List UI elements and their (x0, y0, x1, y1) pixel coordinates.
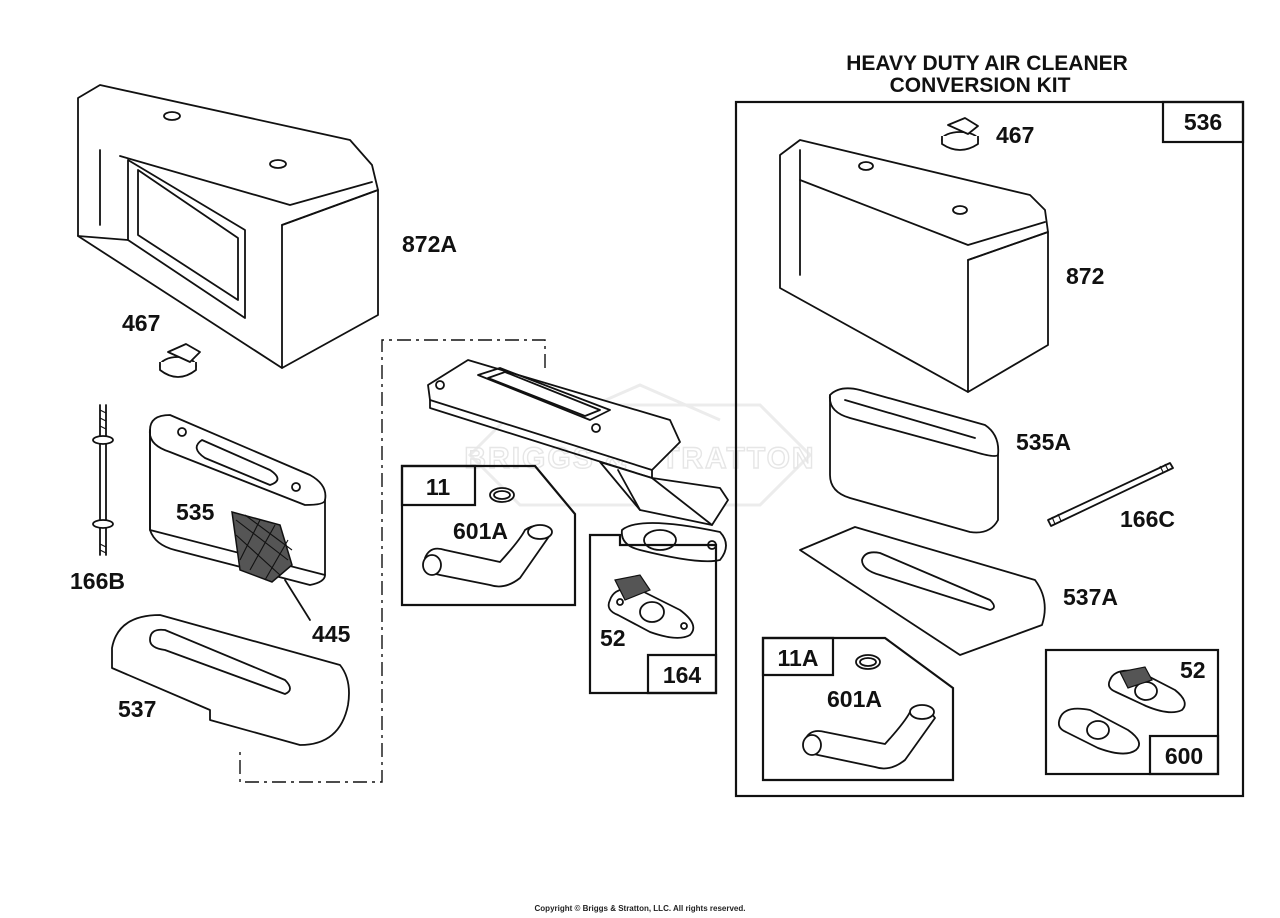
box-11-label: 11 (426, 474, 451, 500)
gasket-537A (799, 526, 1046, 656)
label-537: 537 (118, 696, 156, 722)
box-536-label: 536 (1184, 109, 1222, 135)
label-535: 535 (176, 499, 215, 525)
kit-box-600: 600 (1044, 648, 1220, 776)
kit-title-line2: CONVERSION KIT (890, 74, 1071, 97)
label-467-left: 467 (122, 310, 160, 336)
stud-166C (1047, 462, 1174, 527)
label-535A: 535A (1016, 429, 1071, 455)
box-600-label: 600 (1165, 743, 1203, 769)
kit-box-536: 536 (734, 100, 1245, 798)
stud-166B (92, 404, 114, 556)
gasket-537 (111, 614, 350, 746)
wing-nut-467-kit (941, 117, 979, 151)
assembly-line-left (239, 339, 546, 783)
label-52-mid: 52 (600, 625, 626, 651)
box-11A-label: 11A (778, 645, 819, 671)
label-467-kit: 467 (996, 122, 1034, 148)
air-cleaner-base (427, 359, 729, 563)
label-537A: 537A (1063, 584, 1118, 610)
cover-872 (779, 139, 1049, 393)
wing-nut-467-left (159, 343, 201, 378)
cover-872A (77, 84, 379, 369)
kit-box-164: 164 (588, 533, 718, 695)
kit-box-11: 11 (400, 464, 577, 607)
kit-box-11A: 11A (761, 636, 955, 782)
copyright-notice: Copyright © Briggs & Stratton, LLC. All … (534, 904, 746, 913)
label-601A-kit: 601A (827, 686, 882, 712)
pre-cleaner-535A (828, 387, 1000, 534)
label-601A-mid: 601A (453, 518, 508, 544)
label-166C: 166C (1120, 506, 1175, 532)
label-445: 445 (312, 621, 351, 647)
label-52-kit: 52 (1180, 657, 1206, 683)
label-166B: 166B (70, 568, 125, 594)
label-872A: 872A (402, 231, 457, 257)
kit-title-line1: HEAVY DUTY AIR CLEANER (846, 52, 1128, 75)
box-164-label: 164 (663, 662, 702, 688)
filter-element-535 (148, 414, 327, 586)
label-872: 872 (1066, 263, 1104, 289)
